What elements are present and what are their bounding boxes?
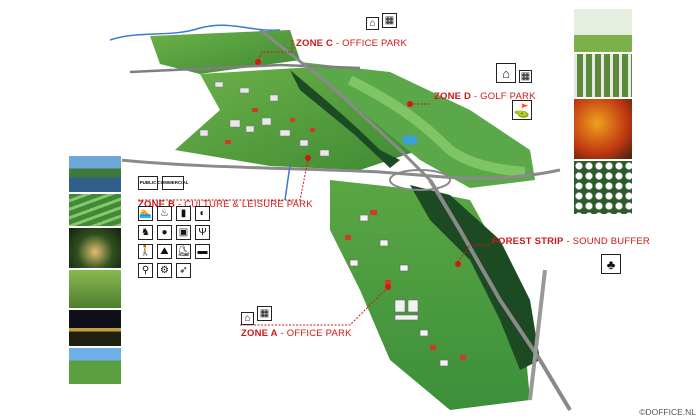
zone-b-icon-grid: 🏊 ♨ ▮ ◐ ♞ ● ▣ Ψ 🚶 ⛰ ⛸ ▬ ⚲ ⚙ ➶ <box>138 206 210 278</box>
photo-field-rows <box>68 347 122 385</box>
fitness-icon: ▮ <box>176 206 191 221</box>
zone-b-name: CULTURE & LEISURE PARK <box>184 199 313 210</box>
forest-strip-label: FOREST STRIP - SOUND BUFFER <box>492 236 650 247</box>
highway-south <box>428 178 572 412</box>
forest-strip-code: FOREST STRIP <box>492 236 564 247</box>
golfer-icon: ⛳ <box>512 100 532 120</box>
zone-c-name: OFFICE PARK <box>342 38 407 49</box>
road-east-stub <box>528 269 547 401</box>
zone-c-label: ZONE C - OFFICE PARK <box>296 38 407 49</box>
zone-b-label: ZONE B - CULTURE & LEISURE PARK <box>138 199 313 210</box>
photo-autumn-trees <box>573 98 633 160</box>
road-east-west <box>119 158 561 180</box>
zone-d-label: ZONE D - GOLF PARK <box>434 91 536 102</box>
house-icon: ⌂ <box>496 63 516 83</box>
river <box>109 24 281 41</box>
callout-pins <box>255 59 461 290</box>
golf-fairway <box>347 75 526 177</box>
forest-strip-separator: - <box>563 236 573 247</box>
cinema-icon: ▣ <box>176 225 191 240</box>
office-building-icon: ▦ <box>257 306 272 321</box>
zone-c-code: ZONE C <box>296 38 334 49</box>
callouts <box>138 40 490 326</box>
zone-d-code: ZONE D <box>434 91 472 102</box>
zone-b-code: ZONE B <box>138 199 176 210</box>
swimmer-icon: 🏊 <box>138 206 153 221</box>
photo-hedge-maze <box>68 193 122 227</box>
interchange <box>389 169 451 191</box>
running-icon: ➶ <box>176 263 191 278</box>
zone-a-code: ZONE A <box>241 328 278 339</box>
photo-palm-night <box>68 227 122 269</box>
tree-icon: ♣ <box>601 254 621 274</box>
skating-icon: ⛸ <box>176 244 191 259</box>
zone-c-area <box>150 30 300 74</box>
photo-white-flowers <box>573 160 633 215</box>
hotel-bed-icon: ▬ <box>195 244 210 259</box>
road-north <box>129 63 361 74</box>
zone-a-separator: - <box>277 328 287 339</box>
cycling-icon: ⚙ <box>157 263 172 278</box>
photo-light-installation <box>68 309 122 347</box>
house-icon: ⌂ <box>241 312 254 325</box>
golf-pond <box>402 135 418 145</box>
tennis-icon: ◐ <box>195 206 210 221</box>
cyclist-icon: ⚲ <box>138 263 153 278</box>
forest-strip-area <box>410 185 540 370</box>
photo-people-meadow <box>68 269 122 309</box>
zone-a-red-roofs <box>345 210 466 360</box>
zone-d-name: GOLF PARK <box>480 91 536 102</box>
zone-b-separator: - <box>175 199 185 210</box>
leader-zone-a <box>240 284 391 326</box>
hiking-icon: ⛰ <box>157 244 172 259</box>
credit-text: ©DOFFICE.NL <box>639 407 696 417</box>
north-buildings <box>199 81 330 157</box>
zone-c-separator: - <box>333 38 343 49</box>
north-red-roofs <box>225 108 315 144</box>
house-icon: ⌂ <box>366 17 379 30</box>
horse-riding-icon: ♞ <box>138 225 153 240</box>
zone-a-buildings <box>349 214 449 367</box>
sauna-icon: ♨ <box>157 206 172 221</box>
zone-a-label: ZONE A - OFFICE PARK <box>241 328 352 339</box>
north-forest <box>290 70 400 168</box>
restaurant-icon: Ψ <box>195 225 210 240</box>
zone-d-separator: - <box>471 91 481 102</box>
public-tag: PUBLIC <box>138 176 158 190</box>
leader-zone-c <box>257 40 293 61</box>
leader-zone-b <box>138 159 309 201</box>
photo-wetland <box>68 155 122 193</box>
commercial-tag: COMMERCIAL <box>158 176 189 190</box>
road-diagonal-top <box>259 28 432 182</box>
photo-blossom-orchard <box>573 8 633 53</box>
zone-a-name: OFFICE PARK <box>286 328 352 339</box>
bowling-icon: ● <box>157 225 172 240</box>
photo-birch-forest <box>573 53 633 98</box>
office-building-icon: ▦ <box>382 13 397 28</box>
office-building-icon: ▦ <box>519 70 532 83</box>
forest-strip-name: SOUND BUFFER <box>572 236 650 247</box>
canal <box>284 164 291 201</box>
walker-icon: 🚶 <box>138 244 153 259</box>
